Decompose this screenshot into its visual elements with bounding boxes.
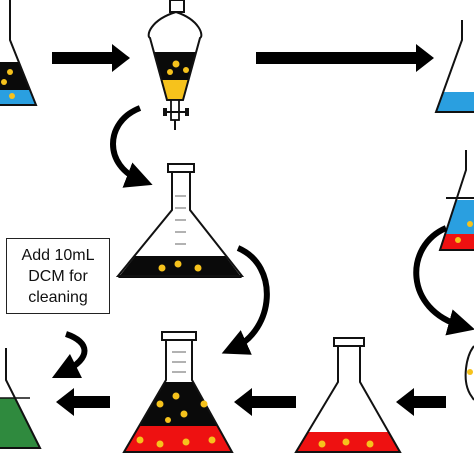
note-line-1: Add 10mL [21, 246, 95, 264]
note-line-3: cleaning [28, 288, 88, 306]
note-line-2: DCM for [28, 267, 88, 285]
flask-bottom-middle [122, 331, 234, 453]
flask-top-right [434, 20, 474, 113]
funnel-edge-bottom-right [464, 345, 474, 401]
flask-bottom-right [294, 337, 402, 453]
flask-bottom-left [0, 348, 42, 449]
flask-top-left [0, 0, 38, 106]
separatory-funnel-icon [147, 0, 203, 130]
erlenmeyer-flask-icon [115, 163, 245, 278]
curved-arrow-icon [51, 105, 474, 379]
flask-middle-right [438, 150, 474, 251]
instruction-note: Add 10mL DCM for cleaning [6, 238, 110, 314]
straight-arrow-icon [52, 44, 446, 416]
